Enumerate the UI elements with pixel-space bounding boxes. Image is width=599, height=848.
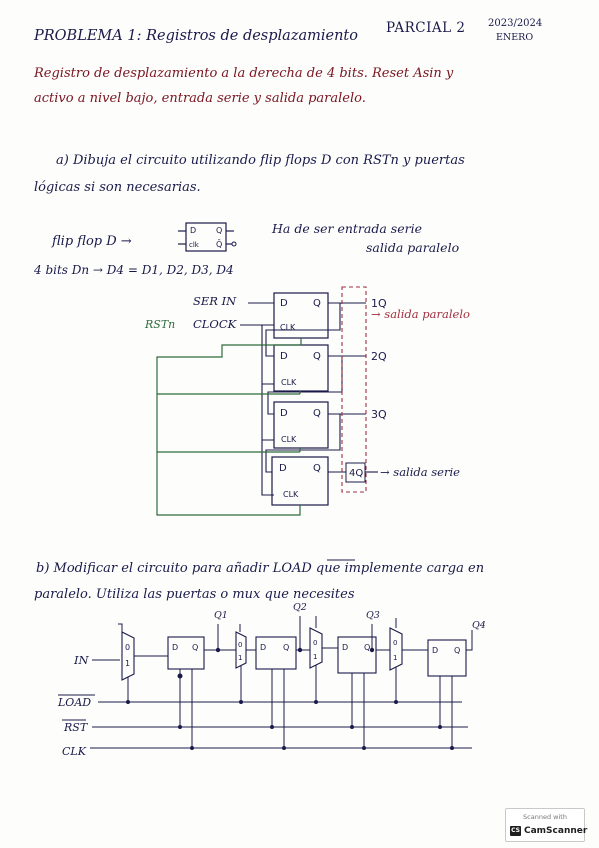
camscanner-watermark: Scanned with CS CamScanner (505, 808, 588, 842)
ffb2-q: Q (283, 643, 289, 652)
flipflop-b-1: D Q (167, 636, 205, 670)
ff-symbol-qn: Q̄ (216, 239, 222, 249)
mux-4: 0 1 (389, 627, 403, 671)
rst-label: RST (63, 721, 89, 734)
q4-label: Q4 (472, 620, 486, 631)
ff2-d-label: D (280, 351, 288, 362)
ff4-clk-label: CLK (283, 490, 299, 499)
question-b-line-1: b) Modificar el circuito para añadir LOA… (36, 561, 485, 576)
mux-2: 0 1 (235, 631, 247, 669)
parallel-output-note: → salida paralelo (371, 307, 470, 321)
ff-symbol-d: D (190, 226, 196, 235)
mux3-in0: 0 (313, 639, 317, 647)
ffb1-d: D (172, 643, 178, 652)
ff1-d-label: D (280, 298, 288, 309)
flipflop-3: D Q CLK (273, 401, 329, 449)
mux4-in1: 1 (393, 654, 397, 662)
question-b-line-2: paralelo. Utiliza las puertas o mux que … (34, 587, 355, 602)
in-label: IN (73, 653, 90, 667)
output-4q: 4Q (349, 468, 363, 479)
ff1-q-label: Q (313, 298, 321, 309)
ffb2-d: D (260, 643, 266, 652)
ff3-d-label: D (280, 408, 288, 419)
problem-statement-line-2: activo a nivel bajo, entrada serie y sal… (34, 91, 366, 106)
flipflop-b-2: D Q (255, 636, 297, 670)
requirement-note-line-1: Ha de ser entrada serie (272, 221, 422, 236)
load-label: LOAD (57, 696, 91, 709)
output-3q: 3Q (371, 408, 387, 421)
ffb3-q: Q (364, 643, 370, 652)
mux4-in0: 0 (393, 639, 397, 647)
output-2q: 2Q (371, 350, 387, 363)
ffb4-d: D (432, 646, 438, 655)
ff2-clk-label: CLK (281, 378, 297, 387)
q1-label: Q1 (214, 610, 228, 621)
rstn-label: RSTn (144, 318, 175, 331)
ff4-d-label: D (279, 463, 287, 474)
ffb4-q: Q (454, 646, 460, 655)
clock-label: CLOCK (193, 317, 238, 331)
exam-label: PARCIAL 2 (386, 20, 466, 36)
flipflop-label: flip flop D → (52, 234, 132, 249)
mux-1: 0 1 (121, 631, 135, 681)
flipflop-symbol: D Q clk Q̄ (178, 222, 237, 252)
output-1q: 1Q (371, 297, 387, 310)
ff3-clk-label: CLK (281, 435, 297, 444)
requirement-note-line-2: salida paralelo (366, 240, 460, 255)
camscanner-logo-icon: CS (510, 826, 521, 836)
ff2-q-label: Q (313, 351, 321, 362)
mux3-in1: 1 (313, 653, 317, 661)
ffb3-d: D (342, 643, 348, 652)
problem-statement-line-1: Registro de desplazamiento a la derecha … (34, 66, 454, 81)
serial-output-note: → salida serie (380, 465, 460, 479)
ff-symbol-q: Q (216, 226, 222, 235)
question-a-line-2: lógicas si son necesarias. (34, 180, 201, 195)
load-overline (327, 559, 355, 561)
exam-year: 2023/2024 (488, 18, 543, 29)
mux1-in1: 1 (125, 659, 130, 668)
scanned-with-text: Scanned with (523, 813, 567, 821)
flipflop-b-4: D Q (427, 639, 467, 677)
clk-label: CLK (62, 745, 87, 758)
ff-symbol-clk: clk (189, 241, 200, 249)
bits-note: 4 bits Dn → D4 = D1, D2, D3, D4 (34, 263, 234, 277)
ff1-clk-label: CLK (280, 323, 296, 332)
camscanner-brand: CamScanner (524, 826, 588, 836)
q2-label: Q2 (293, 602, 307, 613)
mux2-in1: 1 (238, 654, 242, 662)
exam-month: ENERO (496, 32, 534, 43)
ser-in-label: SER IN (193, 294, 237, 308)
mux2-in0: 0 (238, 641, 242, 649)
ffb1-q: Q (192, 643, 198, 652)
mux-3: 0 1 (309, 627, 323, 669)
ff3-q-label: Q (313, 408, 321, 419)
mux1-in0: 0 (125, 643, 130, 652)
question-a-line-1: a) Dibuja el circuito utilizando flip fl… (56, 153, 465, 168)
q3-label: Q3 (366, 610, 380, 621)
ff4-q-label: Q (313, 463, 321, 474)
flipflop-b-3: D Q (337, 636, 377, 674)
problem-title: PROBLEMA 1: Registros de desplazamiento (34, 28, 358, 44)
